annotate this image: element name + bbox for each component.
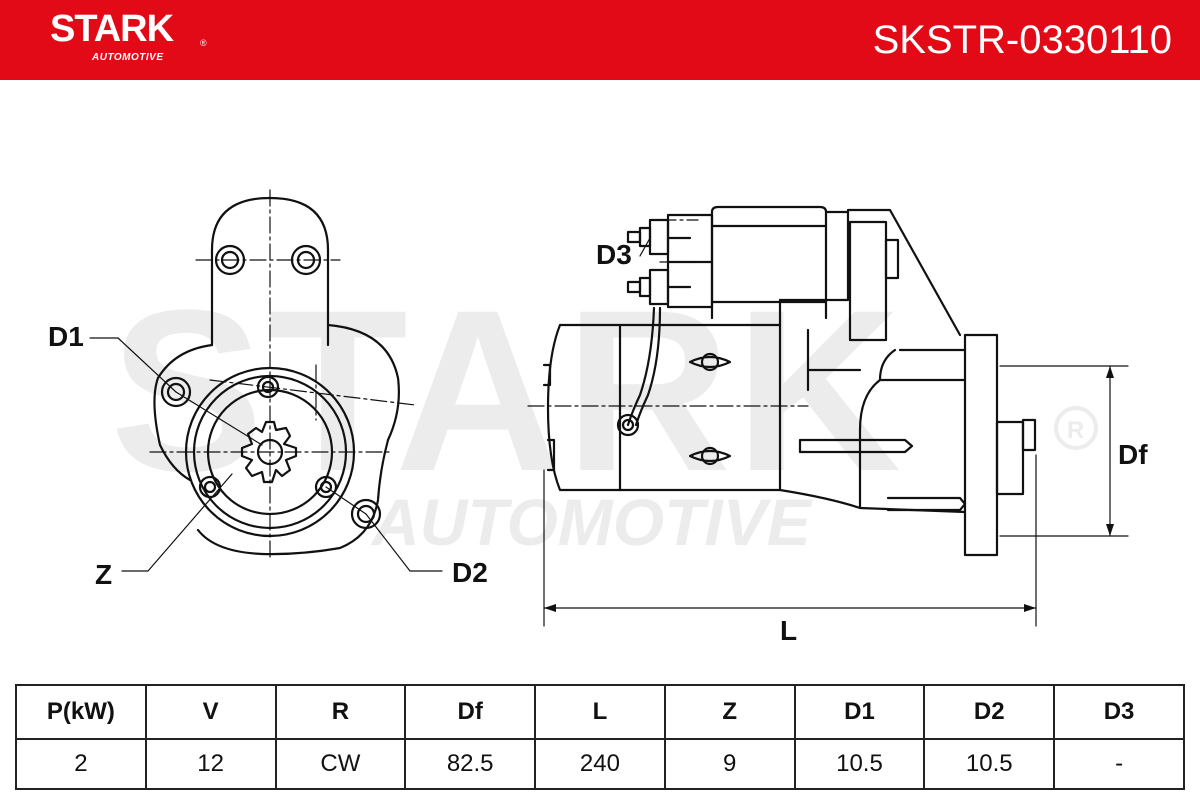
dimension-lines: [89, 237, 1129, 627]
spec-value-cell: -: [1053, 738, 1185, 790]
front-view: [153, 196, 400, 556]
header-bar: STARK ® AUTOMOTIVE SKSTR-0330110: [0, 0, 1200, 80]
spec-header-cell: R: [274, 684, 407, 740]
spec-value-cell: 10.5: [793, 738, 926, 790]
watermark: STARK AUTOMOTIVE R: [110, 262, 1098, 559]
side-view: [542, 205, 1037, 557]
watermark-subtext: AUTOMOTIVE: [370, 485, 813, 559]
dimension-arrows: [544, 366, 1114, 612]
watermark-text: STARK: [110, 262, 905, 519]
label-l: L: [780, 615, 798, 646]
spec-header-cell: D3: [1053, 684, 1185, 740]
spec-table-value-row: 2 12 CW 82.5 240 9 10.5 10.5 -: [15, 738, 1185, 790]
spec-header-cell: V: [144, 684, 277, 740]
brand-name: STARK: [50, 8, 174, 50]
spec-header-cell: P(kW): [15, 684, 147, 740]
spec-header-cell: Df: [404, 684, 537, 740]
label-z: Z: [95, 559, 113, 590]
front-view-centerlines: [149, 189, 416, 561]
label-d1: D1: [48, 321, 84, 352]
label-df: Df: [1118, 439, 1148, 470]
spec-value-cell: 10.5: [923, 738, 1056, 790]
spec-header-cell: D1: [793, 684, 926, 740]
spec-header-cell: Z: [663, 684, 796, 740]
spec-value-cell: CW: [274, 738, 407, 790]
spec-table: P(kW) V R Df L Z D1 D2 D3 2 12 CW 82.5 2…: [15, 684, 1185, 790]
part-number: SKSTR-0330110: [872, 18, 1172, 62]
spec-value-cell: 12: [144, 738, 277, 790]
spec-header-cell: D2: [923, 684, 1056, 740]
spec-value-cell: 240: [534, 738, 666, 790]
registered-icon: ®: [200, 38, 207, 48]
starter-drawing: [89, 189, 1129, 627]
svg-text:R: R: [1067, 417, 1084, 444]
spec-value-cell: 2: [15, 738, 147, 790]
side-view-centerlines: [527, 219, 809, 407]
label-d2: D2: [452, 557, 488, 588]
brand-logo: STARK ® AUTOMOTIVE: [50, 8, 207, 63]
brand-subtitle: AUTOMOTIVE: [92, 52, 164, 63]
watermark-registered-icon: [1054, 406, 1098, 450]
spec-value-cell: 82.5: [404, 738, 537, 790]
spec-table-header-row: P(kW) V R Df L Z D1 D2 D3: [15, 684, 1185, 740]
spec-value-cell: 9: [663, 738, 796, 790]
spec-header-cell: L: [534, 684, 666, 740]
label-d3: D3: [596, 239, 632, 270]
